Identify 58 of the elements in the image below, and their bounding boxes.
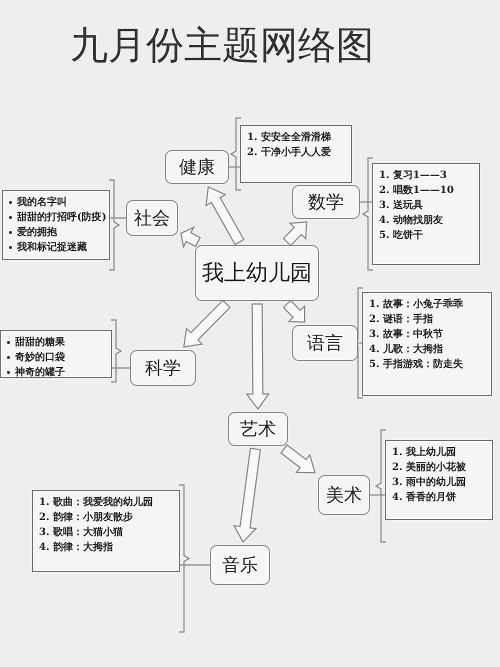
topic-box: 艺术 [228,412,288,446]
list-item: 2. 韵律：小朋友散步 [39,510,134,525]
list-item: 1. 复习1——3 [379,168,448,183]
list-item: 3. 送玩具 [379,198,424,213]
topic-box: 科学 [130,350,196,386]
list-box [372,163,480,265]
list-box [385,440,493,520]
hollow-arrow [280,444,316,474]
list-item: 2. 美丽的小花被 [392,460,467,475]
connector-line [360,201,372,203]
list-item: 1. 故事：小兔子乖乖 [369,298,464,312]
list-item: 我的名字叫 [9,195,103,210]
hollow-arrow [233,448,261,543]
list-item: 甜甜的打招呼(防疫) [9,210,103,225]
hollow-arrow [246,303,270,410]
list-item: 4. 儿歌：大拇指 [369,342,444,357]
list-item: 神奇的罐子 [7,365,105,380]
list-item: 爱的拥抱 [9,225,103,240]
list-item: 2. 唱数1——10 [379,184,455,198]
list-box [2,190,110,260]
topic-box: 语言 [292,325,358,361]
hollow-arrow [282,300,306,323]
connector-line [229,166,240,168]
list-item: 5. 手指游戏：防走失 [369,358,464,372]
connector-line [180,564,210,566]
central-topic-box: 我上幼儿园 [195,245,319,301]
list-item: 2. 谜语：手指 [369,312,434,327]
list-box [0,330,112,378]
list-box [362,292,492,396]
list-item: 1. 歌曲：我爱我的幼儿园 [39,496,154,510]
list-item: 奇妙的口袋 [7,350,105,365]
list-item: 2. 干净小手人人爱 [247,146,332,160]
list-box [240,125,352,183]
hollow-arrow [205,186,245,246]
list-item: 4. 香香的月饼 [392,490,457,505]
list-item: 4. 动物找朋友 [379,214,444,228]
list-item: 5. 吃饼干 [379,228,424,243]
list-item: 我和标记捉迷藏 [9,240,103,255]
title: 九月份主题网络图 [70,22,374,69]
list-item: 4. 韵律：大拇指 [39,540,114,555]
topic-box: 数学 [292,185,360,219]
topic-box: 美术 [318,475,370,515]
hollow-arrow [183,300,231,348]
hollow-arrow [180,226,201,249]
topic-box: 音乐 [210,545,270,585]
connector-line [370,494,385,496]
connector-line [110,217,126,219]
list-item: 3. 歌唱：大猫小猫 [39,526,124,540]
topic-box: 社会 [126,200,178,236]
hollow-arrow [282,221,308,246]
topic-box: 健康 [165,150,229,184]
list-item: 3. 雨中的幼儿园 [392,476,467,490]
list-item: 3. 故事：中秋节 [369,328,444,342]
list-item: 甜甜的糖果 [7,335,105,350]
list-item: 1. 我上幼儿园 [392,446,457,460]
list-box [32,490,180,572]
connector-line [112,367,130,369]
list-item: 1. 安安全全滑滑梯 [247,130,332,145]
